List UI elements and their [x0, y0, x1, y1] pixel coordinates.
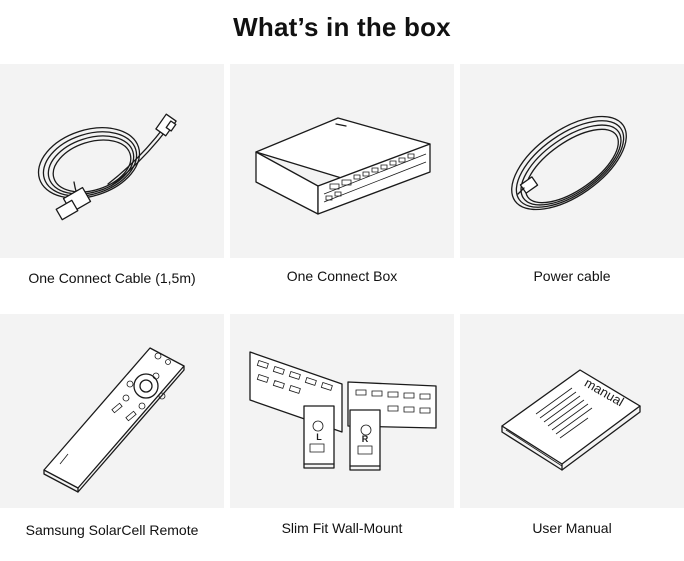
mount-right-mark: R	[362, 434, 369, 444]
mount-left-mark: L	[316, 432, 322, 442]
one-connect-cable-icon	[0, 64, 224, 258]
item-label: User Manual	[532, 520, 612, 536]
item-card-user-manual: manual User Manual	[460, 314, 684, 561]
item-card-wall-mount: L R Slim Fit Wall-Mount	[230, 314, 454, 561]
power-cable-icon	[460, 64, 684, 258]
one-connect-box-icon	[230, 64, 454, 258]
item-card-one-connect-box: One Connect Box	[230, 64, 454, 311]
item-image-panel	[460, 64, 684, 258]
item-image-panel	[230, 64, 454, 258]
item-card-one-connect-cable: One Connect Cable (1,5m)	[0, 64, 224, 311]
wall-mount-icon: L R	[230, 314, 454, 508]
item-label: Power cable	[533, 268, 611, 284]
page-title: What’s in the box	[233, 12, 451, 42]
item-image-panel	[0, 314, 224, 508]
solarcell-remote-icon	[0, 314, 224, 508]
item-image-panel	[0, 64, 224, 258]
item-image-panel: L R	[230, 314, 454, 508]
item-card-power-cable: Power cable	[460, 64, 684, 311]
item-label: Slim Fit Wall-Mount	[281, 520, 403, 536]
item-image-panel: manual	[460, 314, 684, 508]
item-label: One Connect Box	[286, 268, 398, 284]
user-manual-icon: manual	[460, 314, 684, 508]
item-card-solarcell-remote: Samsung SolarCell Remote	[0, 314, 224, 561]
item-label: Samsung SolarCell Remote	[25, 522, 199, 538]
item-label: One Connect Cable (1,5m)	[28, 270, 196, 286]
